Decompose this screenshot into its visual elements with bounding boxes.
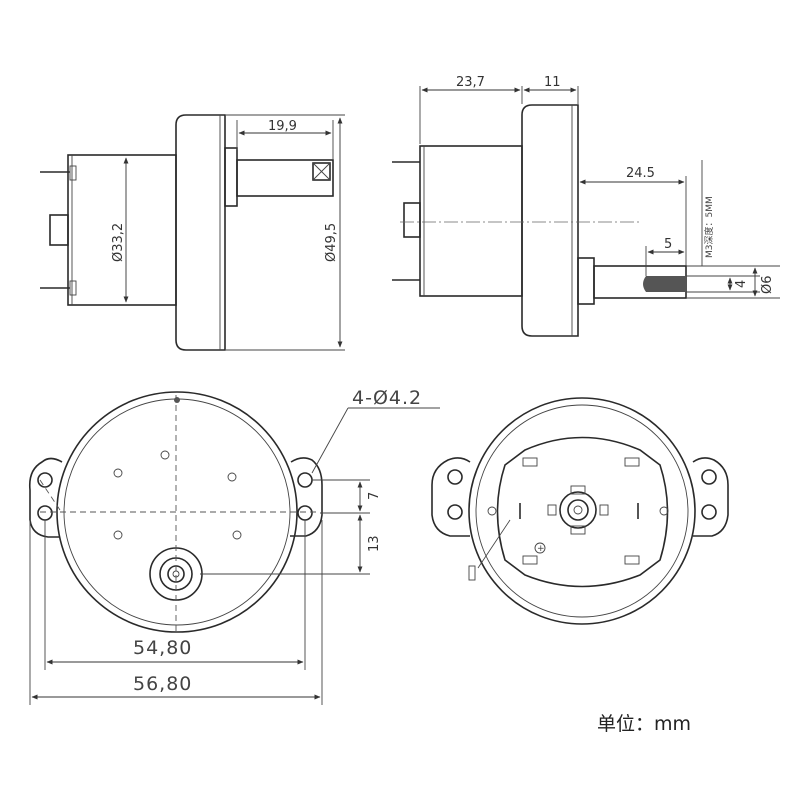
gearbox-housing [175, 114, 226, 351]
rear-view-right: + [431, 397, 729, 625]
dim-shaft-length: 19,9 [268, 119, 297, 134]
side-view-right: 23,7 11 24.5 5 M3深度：5MM 4 Ø6 [392, 75, 780, 337]
screw-depth-note: M3深度：5MM [703, 196, 715, 258]
dim-flat-height: 4 [734, 280, 749, 288]
housing-circle-rear [468, 397, 696, 625]
front-view-left: 4-Ø4.2 7 13 54,80 56,80 [28, 387, 440, 705]
dim-inner-width: 54,80 [133, 637, 192, 659]
motor-boss [49, 214, 69, 246]
dim-hole-offset-small: 7 [367, 492, 382, 500]
mount-holes-callout: 4-Ø4.2 [352, 387, 422, 409]
dim-body-length: 23,7 [456, 75, 485, 90]
dim-outer-width: 56,80 [133, 673, 192, 695]
dim-hole-offset-large: 13 [367, 535, 382, 552]
motor-backplate [496, 436, 669, 588]
gearbox-housing-right [521, 104, 579, 337]
svg-text:+: + [537, 544, 545, 554]
dim-flat-length: 5 [664, 237, 672, 252]
unit-label: 单位：mm [597, 713, 691, 735]
dim-shaft-diameter: Ø6 [760, 275, 775, 294]
motor-can-right [419, 145, 523, 297]
dim-housing-diameter: Ø49,5 [324, 223, 339, 262]
gear-housing-circle [56, 391, 298, 633]
mounting-flange [28, 457, 323, 538]
dim-shaft-extension: 24.5 [626, 166, 655, 181]
dim-gearbox-width: 11 [544, 75, 561, 90]
mounting-flange-rear [431, 457, 729, 537]
output-shaft [236, 159, 334, 197]
dim-motor-diameter: Ø33,2 [111, 223, 126, 262]
side-view-left: 19,9 Ø33,2 Ø49,5 [40, 114, 345, 351]
